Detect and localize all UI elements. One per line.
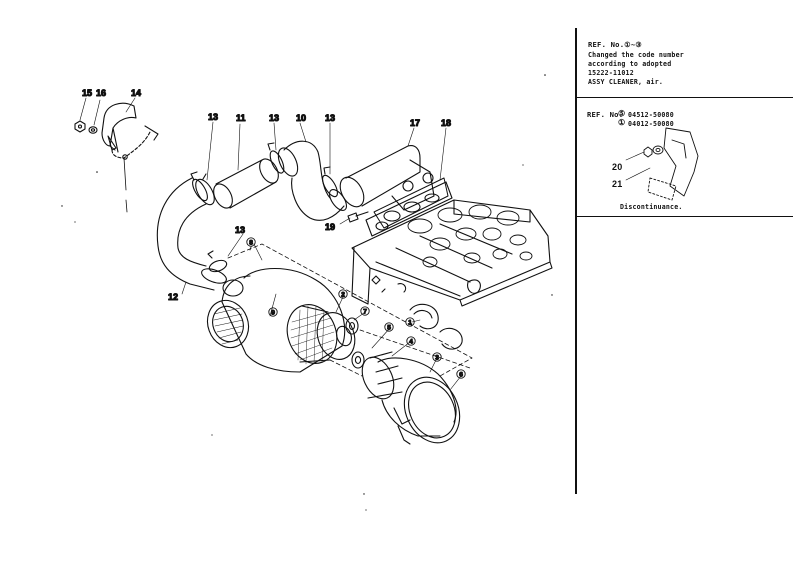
ref-note-2-status: Discontinuance. xyxy=(620,203,683,211)
callout-8: 8 xyxy=(246,237,256,247)
callout-14: 14 xyxy=(131,88,141,98)
callout-2: 2 xyxy=(338,289,348,299)
part-5-seal-ring xyxy=(351,351,365,369)
part-18-manifold-gasket xyxy=(365,181,453,237)
scan-specks xyxy=(61,74,553,511)
ref-note-1-line-2: according to adopted xyxy=(588,60,672,68)
engine-cylinder-head xyxy=(351,199,553,307)
svg-text:3: 3 xyxy=(435,354,439,361)
part-13-hose-clamps xyxy=(190,142,338,273)
part-11-straight-hose xyxy=(213,158,279,209)
svg-text:4: 4 xyxy=(409,338,413,345)
ref-note-2-code-2: 04012-50080 xyxy=(628,120,674,128)
callout-4: 4 xyxy=(406,336,416,346)
callout-13-b: 13 xyxy=(269,113,279,123)
callout-17: 17 xyxy=(410,118,420,128)
callout-13-c: 13 xyxy=(325,113,335,123)
part-1-washers xyxy=(409,303,463,350)
svg-text:9: 9 xyxy=(271,309,275,316)
part-14-clamp-assembly xyxy=(74,102,159,213)
callout-11: 11 xyxy=(236,113,246,123)
part-9-air-cleaner-body xyxy=(206,267,346,373)
callout-6: 6 xyxy=(456,369,466,379)
svg-text:8: 8 xyxy=(249,239,253,246)
inset-callout-21: 21 xyxy=(612,179,623,189)
callout-12: 12 xyxy=(168,292,178,302)
leader-lines xyxy=(79,97,462,391)
callout-16: 16 xyxy=(96,88,106,98)
panel-horizontal-divider-2 xyxy=(576,216,793,218)
ref-note-2-num-1: ⑤ xyxy=(618,109,626,118)
callout-13-a: 13 xyxy=(208,112,218,122)
callout-10: 10 xyxy=(296,113,306,123)
svg-text:2: 2 xyxy=(341,291,345,298)
callout-15: 15 xyxy=(82,88,92,98)
inset-sketch-parts-20-21 xyxy=(625,127,699,201)
panel-vertical-divider xyxy=(575,28,577,494)
callout-9: 9 xyxy=(268,307,278,317)
part-17-intake-manifold xyxy=(339,145,449,229)
callout-7: 7 xyxy=(360,306,370,316)
part-7-wing-nut xyxy=(345,317,359,335)
ref-note-2-title: REF. No. xyxy=(587,110,624,119)
part-callouts: 15 16 14 13 11 13 10 13 17 18 19 13 12 8… xyxy=(81,87,466,379)
part-4-band xyxy=(361,351,403,400)
part-10-elbow-hose xyxy=(277,140,348,221)
part-19-bolt xyxy=(347,211,369,223)
svg-text:5: 5 xyxy=(387,324,391,331)
ref-note-1-line-1: Changed the code number xyxy=(588,51,684,59)
part-12-curved-pipe xyxy=(156,177,227,291)
callout-5: 5 xyxy=(384,322,394,332)
ref-note-1-title: REF. No.①~③ xyxy=(588,40,643,49)
callout-1: 1 xyxy=(405,317,415,327)
ref-note-1-line-3: 15222-11012 xyxy=(588,69,634,77)
ref-note-2-num-2: ① xyxy=(618,118,626,127)
svg-text:6: 6 xyxy=(459,371,463,378)
callout-3: 3 xyxy=(432,352,442,362)
ref-note-1-line-4: ASSY CLEANER, air. xyxy=(588,78,664,86)
callout-19: 19 xyxy=(325,222,335,232)
assembly-center-lines xyxy=(227,243,473,377)
callout-13-d: 13 xyxy=(235,225,245,235)
svg-text:1: 1 xyxy=(408,319,412,326)
part-3-dust-cup xyxy=(377,357,461,445)
svg-text:7: 7 xyxy=(363,308,367,315)
panel-horizontal-divider-1 xyxy=(576,97,793,99)
ref-note-2-code-1: 04512-50080 xyxy=(628,111,674,119)
callout-18: 18 xyxy=(441,118,451,128)
inset-callout-20: 20 xyxy=(612,162,623,172)
